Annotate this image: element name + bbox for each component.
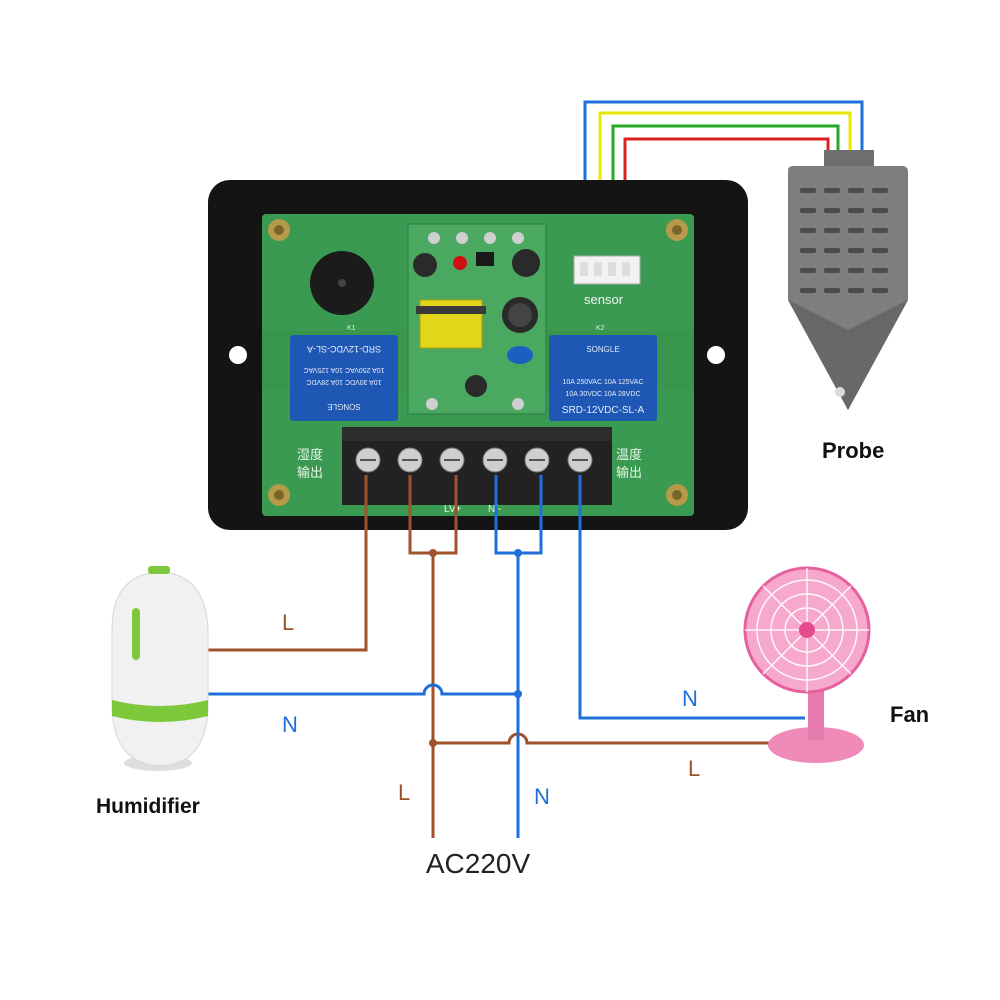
relay-left-rating-2: 10A 30VDC 10A 28VDC xyxy=(306,378,381,385)
relay-left: SRD-12VDC-SL-A 10A 250VAC 10A 125VAC 10A… xyxy=(290,335,398,421)
relay-right: SONGLE 10A 250VAC 10A 125VAC 10A 30VDC 1… xyxy=(549,335,657,421)
relay-left-rating-1: 10A 250VAC 10A 125VAC xyxy=(303,366,384,373)
fan-N-label: N xyxy=(682,686,698,711)
wiring xyxy=(208,475,805,838)
probe-label: Probe xyxy=(822,438,884,463)
fan-N-wire xyxy=(578,475,805,720)
controller-module: sensor SRD-12VDC-SL-A 10A 250VAC 10A 125… xyxy=(208,180,748,530)
supply-L-label: L xyxy=(398,780,410,805)
status-led xyxy=(453,256,467,270)
capacitor xyxy=(413,253,437,277)
humidifier-device xyxy=(111,566,209,771)
sensor-label: sensor xyxy=(584,292,624,307)
capacitor xyxy=(465,375,487,397)
humidifier-label: Humidifier xyxy=(96,795,200,818)
fan-label: Fan xyxy=(890,702,929,727)
lv-terminal-label: LV+ xyxy=(444,504,461,515)
capacitor xyxy=(512,249,540,277)
relay-left-brand: SONGLE xyxy=(327,402,360,411)
fan-L-wire xyxy=(433,732,770,745)
supply-N-label: N xyxy=(534,784,550,809)
relay-left-model: SRD-12VDC-SL-A xyxy=(307,344,381,354)
filter-capacitor xyxy=(507,346,533,364)
humidifier-L-wire xyxy=(208,475,368,652)
probe-device xyxy=(788,150,908,410)
relay-right-model: SRD-12VDC-SL-A xyxy=(562,405,645,416)
mount-hole-right xyxy=(707,346,725,364)
mount-hole-left xyxy=(229,346,247,364)
relay-right-brand: SONGLE xyxy=(586,345,619,354)
relay-right-rating-1: 10A 250VAC 10A 125VAC xyxy=(562,379,643,386)
humidifier-N-label: N xyxy=(282,712,298,737)
humidity-output-label-1: 湿度 xyxy=(297,447,323,462)
humidity-output-label-2: 输出 xyxy=(297,465,323,480)
temp-output-label-1: 温度 xyxy=(616,447,642,462)
k2-label: K2 xyxy=(596,325,605,332)
humidifier-L-label: L xyxy=(282,610,294,635)
wire-junctions xyxy=(429,549,522,747)
temp-output-label-2: 输出 xyxy=(616,465,642,480)
relay-right-rating-2: 10A 30VDC 10A 28VDC xyxy=(565,391,640,398)
power-label: AC220V xyxy=(426,848,531,879)
fan-L-label: L xyxy=(688,756,700,781)
fan-device xyxy=(743,566,871,763)
k1-label: K1 xyxy=(347,325,356,332)
humidifier-N-wire xyxy=(208,683,518,696)
corner-screws xyxy=(268,219,688,506)
terminal-block xyxy=(342,427,612,505)
